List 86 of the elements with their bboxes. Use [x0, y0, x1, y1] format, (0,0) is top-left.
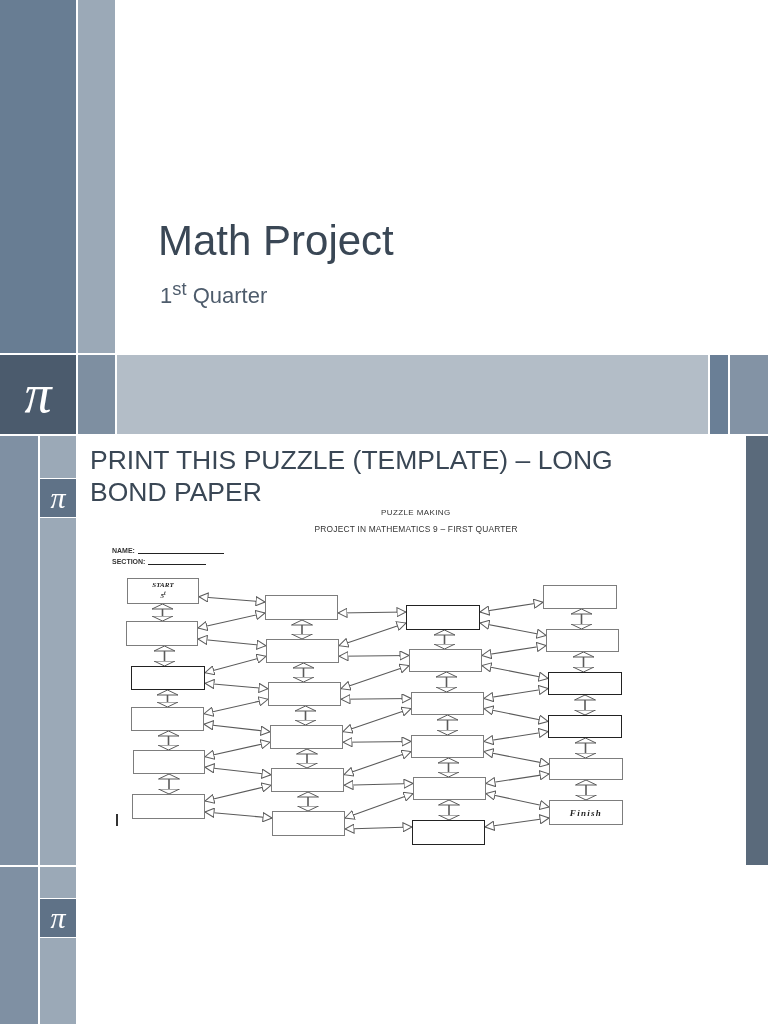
box-label: Finish	[569, 807, 603, 818]
double-arrow	[343, 778, 414, 791]
double-arrow	[338, 650, 410, 662]
double-arrow	[297, 791, 319, 812]
double-arrow	[292, 662, 315, 683]
double-arrow	[204, 782, 272, 804]
double-arrow	[337, 607, 407, 618]
double-arrow	[479, 619, 547, 639]
double-arrow	[291, 619, 313, 640]
pi-symbol: π	[50, 483, 66, 513]
puzzle-box	[411, 735, 484, 758]
puzzle-box	[409, 649, 482, 672]
puzzle-box	[413, 777, 486, 800]
double-arrow	[481, 662, 549, 682]
double-arrow	[156, 689, 179, 708]
double-arrow	[153, 645, 176, 667]
puzzle-box	[543, 585, 617, 609]
double-arrow	[343, 749, 412, 777]
slide-heading: PRINT THIS PUZZLE (TEMPLATE) – LONG BOND PAPER	[90, 444, 614, 508]
double-arrow	[484, 814, 550, 831]
double-arrow	[485, 790, 550, 810]
double-arrow	[570, 608, 593, 630]
double-arrow	[483, 748, 550, 768]
double-arrow	[435, 671, 458, 693]
puzzle-box	[266, 639, 339, 663]
double-arrow	[158, 773, 180, 795]
double-arrow	[157, 730, 180, 751]
double-arrow	[433, 629, 456, 650]
double-arrow	[574, 737, 597, 759]
slide-title: Math Project	[158, 216, 394, 266]
pi-symbol: π	[50, 903, 66, 933]
double-arrow	[151, 603, 174, 622]
double-arrow	[204, 739, 271, 760]
double-arrow	[483, 728, 549, 745]
worksheet-subtitle: PROJECT IN MATHEMATICS 9 – FIRST QUARTER	[314, 524, 518, 534]
double-arrow	[203, 720, 271, 736]
puzzle-box	[265, 595, 338, 620]
double-arrow	[204, 679, 269, 693]
double-arrow	[340, 693, 412, 705]
puzzle-box	[406, 605, 480, 630]
double-arrow	[340, 663, 410, 691]
double-arrow	[198, 592, 266, 607]
double-arrow	[294, 705, 317, 726]
double-arrow	[342, 736, 412, 748]
double-arrow	[204, 807, 273, 823]
puzzle-box	[412, 820, 485, 845]
double-arrow	[338, 621, 407, 648]
puzzle-box	[549, 758, 623, 780]
double-arrow	[342, 706, 412, 734]
double-arrow	[197, 610, 266, 631]
double-arrow	[572, 651, 595, 673]
puzzle-box	[131, 707, 204, 731]
double-arrow	[436, 714, 459, 736]
double-arrow	[344, 791, 414, 820]
puzzle-box	[549, 800, 623, 825]
puzzle-box	[270, 725, 343, 749]
double-arrow	[574, 694, 596, 716]
double-arrow	[575, 779, 597, 801]
puzzle-box	[411, 692, 484, 715]
worksheet-title: PUZZLE MAKING	[381, 508, 451, 518]
pi-symbol: π	[24, 367, 52, 421]
puzzle-box	[133, 750, 205, 774]
puzzle-box	[132, 794, 205, 819]
double-arrow	[483, 705, 549, 725]
double-arrow	[481, 642, 547, 659]
slide-subtitle: 1$^{st}$ Quarter	[160, 277, 268, 311]
puzzle-box	[272, 811, 345, 836]
double-arrow	[437, 757, 460, 778]
puzzle-box	[546, 629, 619, 652]
double-arrow	[197, 634, 267, 650]
double-arrow	[204, 763, 272, 779]
puzzle-box	[271, 768, 344, 792]
puzzle-box	[268, 682, 341, 706]
puzzle-box	[131, 666, 205, 690]
double-arrow	[438, 799, 460, 821]
puzzle-box	[548, 715, 622, 738]
double-arrow	[344, 822, 413, 834]
puzzle-box	[127, 578, 199, 604]
double-arrow	[479, 598, 544, 616]
puzzle-box	[548, 672, 622, 695]
puzzle-box	[126, 621, 198, 646]
double-arrow	[483, 685, 549, 702]
double-arrow	[203, 696, 269, 717]
double-arrow	[296, 748, 318, 769]
double-arrow	[204, 653, 267, 676]
double-arrow	[485, 770, 550, 788]
